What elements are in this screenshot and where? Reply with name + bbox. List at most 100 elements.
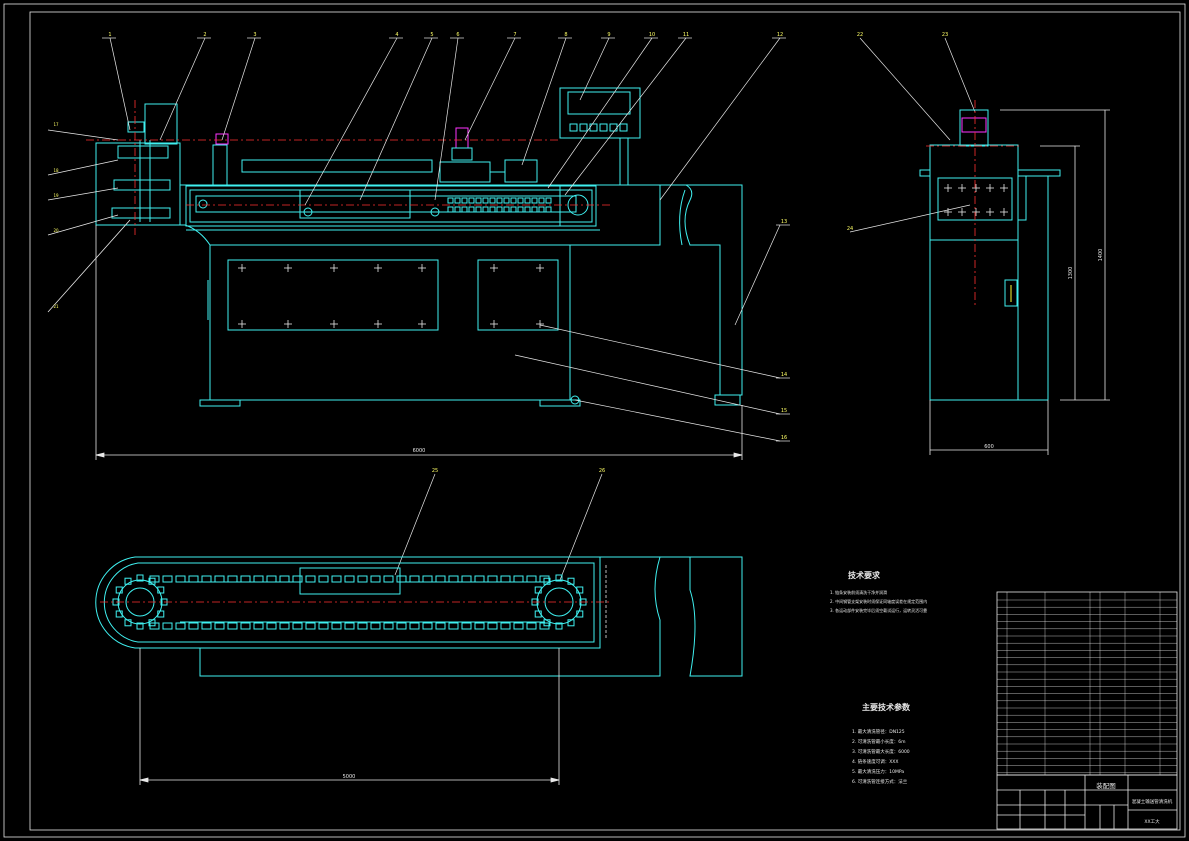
chain-link: [447, 197, 454, 204]
company-label: XX工大: [1144, 818, 1160, 825]
side-view: 600 1300 1400: [919, 100, 1110, 455]
sprocket-tooth: [555, 574, 563, 582]
chain-center-dim: 5000: [343, 774, 356, 780]
chain-link: [214, 575, 225, 583]
chain-link: [482, 206, 489, 213]
chain-link: [227, 622, 238, 630]
sprocket-tooth: [567, 619, 575, 627]
leader-line: [559, 473, 603, 581]
chain-link: [496, 197, 503, 204]
chain-link: [175, 575, 186, 583]
chain-link: [409, 575, 420, 583]
sprocket-tooth: [157, 610, 165, 618]
lower-stand: [209, 244, 571, 401]
callout-number: 7: [513, 32, 516, 38]
side-cabinet: [929, 144, 1019, 401]
main-param-item: 3. 可清洗管最大长度：6000: [852, 748, 910, 755]
main-param-item: 6. 可清洗管连接方式：法兰: [852, 778, 908, 785]
callout-number: 8: [564, 32, 567, 38]
chain-link: [482, 197, 489, 204]
chain-link: [162, 622, 173, 630]
tech-req-item: 2. 中间钢管支架安装时须保证同轴度误差在规定范围内: [830, 598, 927, 604]
chain-link: [305, 575, 316, 583]
chain-link: [538, 206, 545, 213]
side-height-dim: 1400: [1098, 249, 1104, 262]
chain-link: [513, 575, 524, 583]
sprocket-tooth: [115, 586, 123, 594]
callout-number: 14: [781, 372, 787, 378]
callout-number: 6: [456, 32, 459, 38]
chain-link: [454, 206, 461, 213]
chain-link: [188, 575, 199, 583]
chain-link: [517, 206, 524, 213]
chain-link: [500, 575, 511, 583]
chain-link: [344, 622, 355, 630]
sprocket-tooth: [157, 586, 165, 594]
chain-link: [266, 575, 277, 583]
tech-req-item: 1. 链条安装前须清洗干净并润滑: [830, 589, 887, 595]
leader-line: [859, 37, 951, 141]
drawing-type-label: 装配图: [1096, 781, 1116, 790]
title-block: 装配图 混凝土输送管清洗机 XX工大: [996, 774, 1178, 830]
sprocket-tooth: [555, 622, 563, 630]
sprocket-tooth: [543, 577, 551, 585]
left-head-housing: [95, 142, 181, 226]
callout-number: 17: [53, 122, 59, 127]
chain-link: [461, 197, 468, 204]
chain-link: [201, 622, 212, 630]
main-param-item: 4. 链条速度可调：XXX: [852, 758, 898, 765]
chain-link: [526, 622, 537, 630]
leader-line: [159, 37, 206, 141]
chain-link: [331, 575, 342, 583]
chain-link: [240, 575, 251, 583]
leader-line: [221, 37, 256, 141]
callout-number: 1: [108, 32, 111, 38]
leader-line: [359, 37, 433, 201]
chain-top-view: 5000: [95, 556, 743, 785]
sprocket-tooth: [136, 574, 144, 582]
outer-frame: [3, 3, 1186, 838]
chain-link: [383, 575, 394, 583]
chain-link: [240, 622, 251, 630]
chain-link: [214, 622, 225, 630]
chain-link: [503, 197, 510, 204]
main-params-heading: 主要技术参数: [862, 702, 911, 712]
chain-link: [292, 622, 303, 630]
chain-link: [510, 206, 517, 213]
leader-line: [109, 37, 131, 131]
leader-line: [944, 37, 976, 113]
chain-link: [383, 622, 394, 630]
chain-link: [435, 575, 446, 583]
chain-link: [487, 622, 498, 630]
callout-number: 25: [432, 468, 438, 474]
callout-number: 16: [781, 435, 787, 441]
leader-line: [574, 399, 781, 442]
chain-link: [531, 197, 538, 204]
chain-link: [370, 575, 381, 583]
callout-number: 9: [607, 32, 610, 38]
drawing-name-label: 混凝土输送管清洗机: [1132, 798, 1173, 805]
chain-link: [510, 197, 517, 204]
chain-link: [357, 622, 368, 630]
panel-button: [599, 123, 608, 132]
leader-line: [304, 37, 398, 206]
callout-number: 23: [942, 32, 948, 38]
chain-link: [396, 575, 407, 583]
chain-link: [370, 622, 381, 630]
chain-link: [461, 206, 468, 213]
leader-line: [464, 37, 516, 141]
callout-number: 15: [781, 408, 787, 414]
chain-link: [454, 197, 461, 204]
chain-link: [422, 575, 433, 583]
main-param-item: 2. 可清洗管最小长度：6m: [852, 738, 905, 745]
callout-number: 2: [203, 32, 206, 38]
leader-line: [434, 37, 459, 201]
chain-link: [253, 575, 264, 583]
chain-link: [331, 622, 342, 630]
callout-number: 19: [53, 193, 59, 198]
sprocket-tooth: [148, 577, 156, 585]
chain-link: [475, 197, 482, 204]
leader-line: [547, 37, 653, 189]
callout-number: 22: [857, 32, 863, 38]
